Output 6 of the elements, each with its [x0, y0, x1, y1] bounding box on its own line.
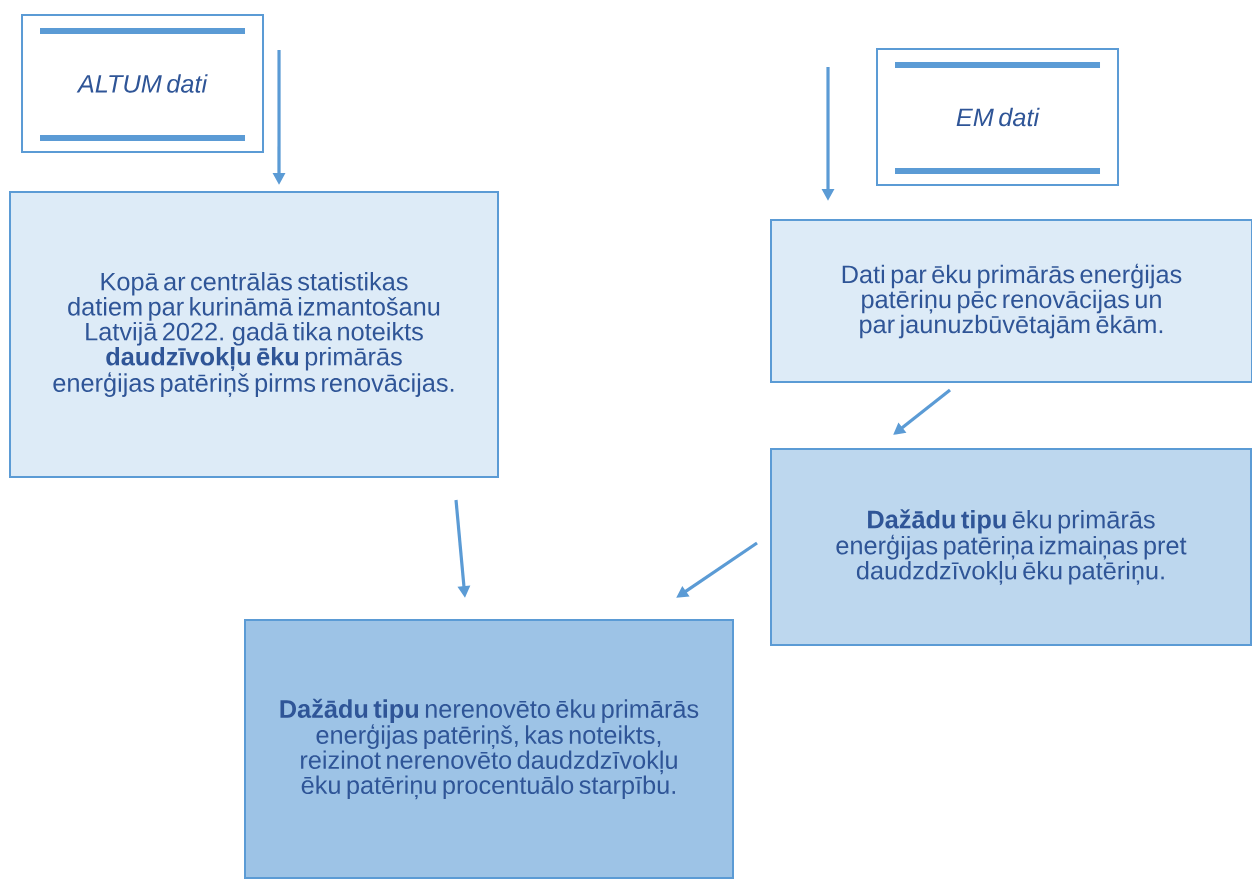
process-box: Dažādu tipu nerenovēto ēku primārās enerģijas patēriņš, kas noteikts, reizinot nerenovēto daudzdzīvokļu ēku patēriņu procentuālo starpību.	[244, 619, 734, 879]
process-box: Dažādu tipu ēku primārās enerģijas patēriņa izmaiņas pret daudzdzīvokļu ēku patēriņu.	[770, 448, 1252, 646]
source-box: ALTUM dati	[21, 14, 264, 153]
source-box: EM dati	[876, 48, 1119, 186]
process-box: Kopā ar centrālās statistikas datiem par kurināmā izmantošanu Latvijā 2022. gadā tika noteikts daudzīvokļu ēku primārās enerģijas patēriņš pirms renovācijas.	[9, 191, 499, 478]
process-box: Dati par ēku primārās enerģijas patēriņu pēc renovācijas un par jaunuzbūvētajām ēkām.	[770, 219, 1252, 383]
